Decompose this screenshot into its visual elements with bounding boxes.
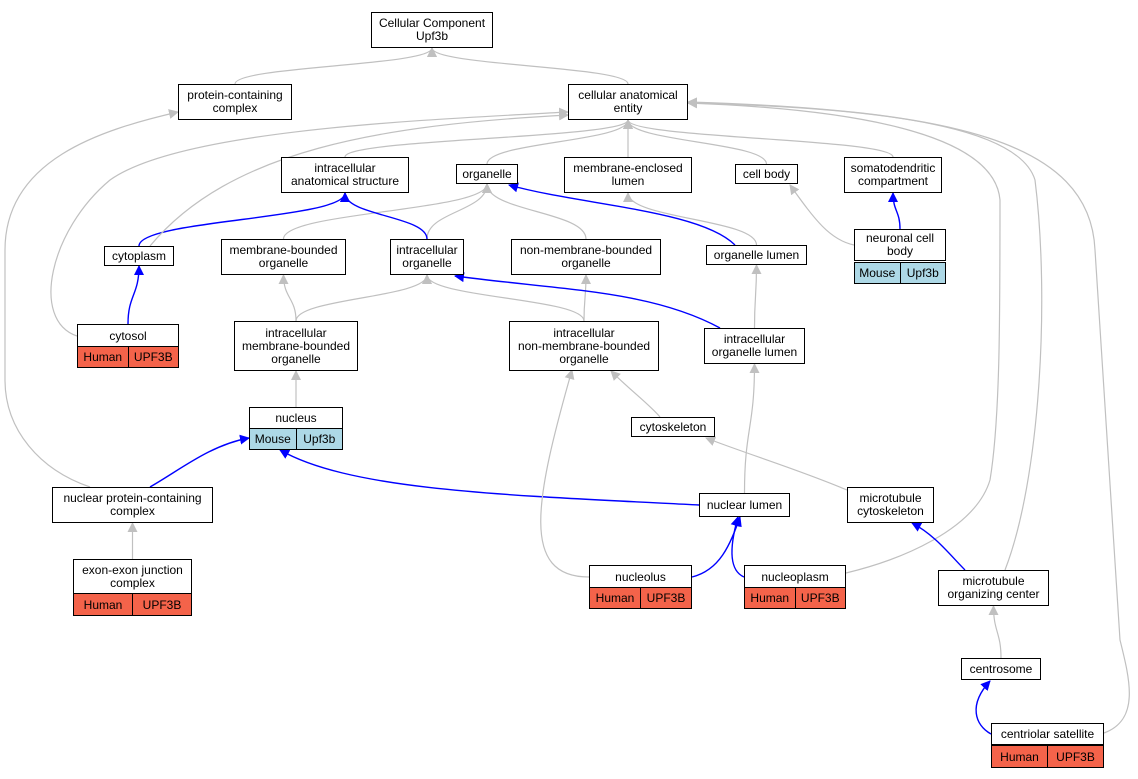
node-inmbo[interactable]: intracellular non-membrane-bounded organ… (509, 321, 659, 371)
node-nucleoplasm[interactable]: nucleoplasm (744, 565, 846, 589)
species-label: Human (589, 587, 641, 609)
node-cs[interactable]: centriolar satellite (991, 723, 1104, 745)
edge-cytosol-to-cae (50, 107, 569, 337)
edge-nl-to-nuc (279, 449, 700, 506)
edge-csk-to-inmbo (610, 370, 661, 418)
edge-nucleolus-to-inmbo (540, 369, 590, 578)
node-pcc[interactable]: protein-containing complex (178, 84, 292, 120)
edge-io-to-org (426, 183, 492, 240)
edge-ol-to-org (508, 182, 736, 246)
node-cae[interactable]: cellular anatomical entity (568, 84, 688, 120)
edge-org-to-cae (486, 119, 633, 165)
edge-npcc-to-nuc (149, 434, 250, 488)
edge-cytosol-to-cyto (127, 265, 144, 325)
edge-pcc-to-root (234, 47, 437, 85)
edge-cs-to-centrosome (975, 680, 992, 735)
node-nmbo[interactable]: non-membrane-bounded organelle (511, 239, 661, 275)
node-iol[interactable]: intracellular organelle lumen (704, 328, 805, 364)
node-ncb[interactable]: neuronal cell body (854, 229, 946, 261)
gene-label: UPF3B (132, 593, 192, 616)
node-imbo[interactable]: intracellular membrane-bounded organelle (234, 321, 358, 371)
species-label: Human (991, 745, 1048, 768)
node-mtoc[interactable]: microtubule organizing center (938, 570, 1049, 606)
node-centrosome[interactable]: centrosome (961, 658, 1041, 680)
edge-ncb-to-sdc (888, 192, 901, 230)
node-org[interactable]: organelle (456, 164, 518, 184)
edge-mbo-to-org (282, 183, 492, 240)
species-label: Human (73, 593, 133, 616)
node-root[interactable]: Cellular Component Upf3b (371, 12, 493, 48)
edge-sdc-to-cae (623, 119, 894, 158)
edge-cs-to-cae (687, 97, 1130, 734)
node-ias[interactable]: intracellular anatomical structure (281, 157, 409, 193)
gene-label: UPF3B (1047, 745, 1104, 768)
gene-label: Upf3b (899, 262, 946, 284)
species-label: Mouse (854, 262, 901, 284)
gene-label: UPF3B (794, 587, 846, 609)
edge-cyto-to-cae (149, 110, 569, 247)
gene-label: Upf3b (295, 428, 343, 450)
edge-ias-to-cae (344, 119, 633, 158)
node-eejc[interactable]: exon-exon junction complex (73, 559, 192, 595)
edge-cae-to-root (427, 47, 629, 85)
species-label: Human (77, 346, 129, 368)
edge-io-to-ias (340, 192, 428, 240)
edge-mtc-to-csk (705, 436, 848, 491)
species-label: Human (744, 587, 796, 609)
node-sdc[interactable]: somatodendritic compartment (844, 157, 942, 193)
gene-label: UPF3B (127, 346, 179, 368)
edge-centrosome-to-mtoc (988, 605, 1002, 659)
edge-inmbo-to-io (422, 274, 585, 322)
node-nucleolus[interactable]: nucleolus (589, 565, 692, 589)
node-cytosol[interactable]: cytosol (77, 324, 179, 348)
edge-nl-to-iol (743, 363, 760, 494)
node-mtc[interactable]: microtubule cytoskeleton (847, 487, 934, 523)
edge-cyto-to-ias (138, 192, 350, 247)
edge-nucleoplasm-to-nl (730, 516, 745, 578)
node-ol[interactable]: organelle lumen (706, 245, 807, 265)
edge-imbo-to-io (295, 274, 432, 322)
node-cyto[interactable]: cytoplasm (104, 246, 174, 266)
edge-inmbo-to-nmbo (580, 274, 591, 322)
gene-label: UPF3B (640, 587, 692, 609)
edge-cb-to-cae (623, 119, 768, 165)
edge-iol-to-io (454, 272, 721, 329)
edge-mtoc-to-mtc (911, 522, 966, 571)
edge-iol-to-ol (751, 264, 762, 329)
node-cb[interactable]: cell body (735, 164, 798, 184)
node-nuc[interactable]: nucleus (249, 407, 343, 429)
species-label: Mouse (249, 428, 297, 450)
edge-ncb-to-cb (789, 184, 855, 246)
node-csk[interactable]: cytoskeleton (631, 417, 715, 437)
edge-npcc-to-pcc (4, 109, 179, 488)
node-npcc[interactable]: nuclear protein-containing complex (52, 487, 213, 523)
edge-ol-to-mel (623, 192, 758, 246)
edge-nucleoplasm-to-cae (687, 98, 1001, 574)
edge-nmbo-to-org (482, 183, 587, 240)
node-mbo[interactable]: membrane-bounded organelle (221, 239, 346, 275)
node-nl[interactable]: nuclear lumen (699, 493, 790, 517)
edge-imbo-to-mbo (278, 274, 297, 322)
node-mel[interactable]: membrane-enclosed lumen (564, 157, 692, 193)
node-io[interactable]: intracellular organelle (390, 239, 464, 275)
